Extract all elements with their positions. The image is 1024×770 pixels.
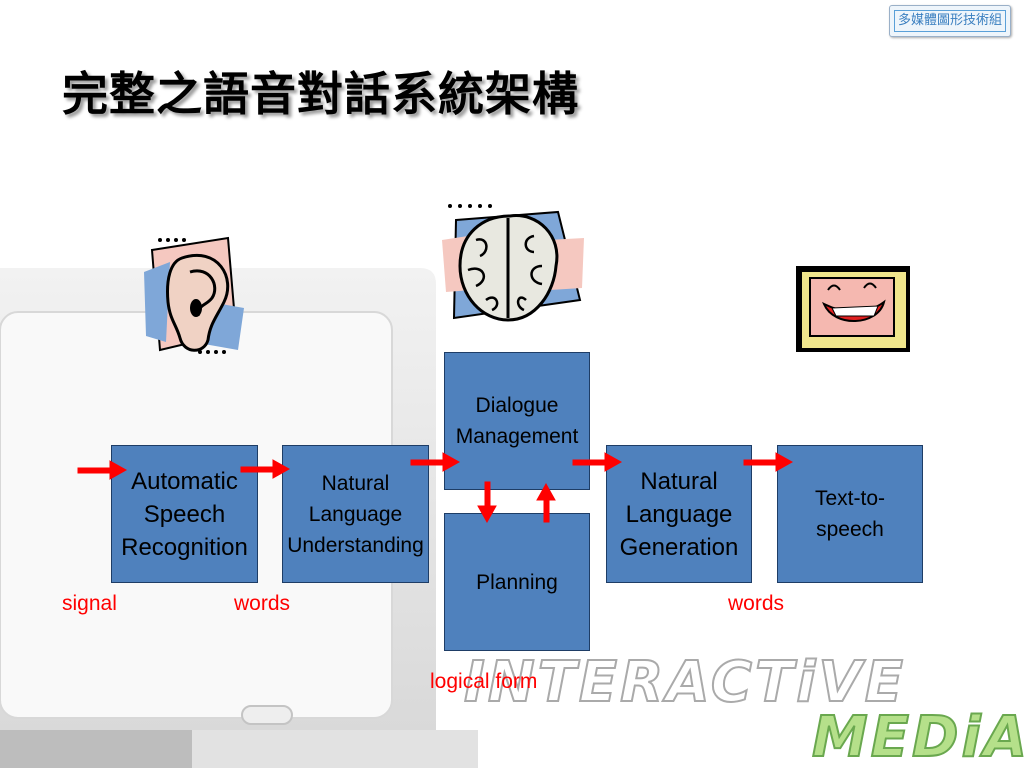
badge-text: 多媒體圖形技術組 bbox=[894, 10, 1006, 32]
nlg-box: Natural Language Generation bbox=[606, 445, 752, 583]
mouth-icon bbox=[796, 266, 910, 352]
signal-label: signal bbox=[62, 592, 117, 615]
watermark-media: MEDiA bbox=[811, 704, 1024, 770]
nlu-box: Natural Language Understanding bbox=[282, 445, 429, 583]
group-badge: 多媒體圖形技術組 bbox=[889, 5, 1011, 37]
tts-label: Text-to- speech bbox=[814, 487, 885, 541]
words-output-label: words bbox=[728, 592, 785, 615]
asr-label: Automatic Speech Recognition bbox=[121, 467, 248, 561]
planning-box: Planning bbox=[444, 513, 590, 651]
page-title: 完整之語音對話系統架構 bbox=[62, 67, 579, 121]
asr-box: Automatic Speech Recognition bbox=[111, 445, 258, 583]
nlu-label: Natural Language Understanding bbox=[287, 471, 424, 557]
tts-box: Text-to- speech bbox=[777, 445, 923, 583]
nlg-label: Natural Language Generation bbox=[619, 467, 739, 561]
planning-label: Planning bbox=[476, 570, 558, 594]
brain-icon bbox=[442, 204, 584, 322]
logical-form-label: logical form bbox=[430, 670, 538, 693]
watermark-interactive: INTERACTiVE bbox=[463, 649, 906, 716]
dialogue-management-box: Dialogue Management bbox=[444, 352, 590, 490]
ear-icon bbox=[144, 236, 244, 354]
words-input-label: words bbox=[234, 592, 291, 615]
dialogue-management-label: Dialogue Management bbox=[455, 394, 579, 448]
